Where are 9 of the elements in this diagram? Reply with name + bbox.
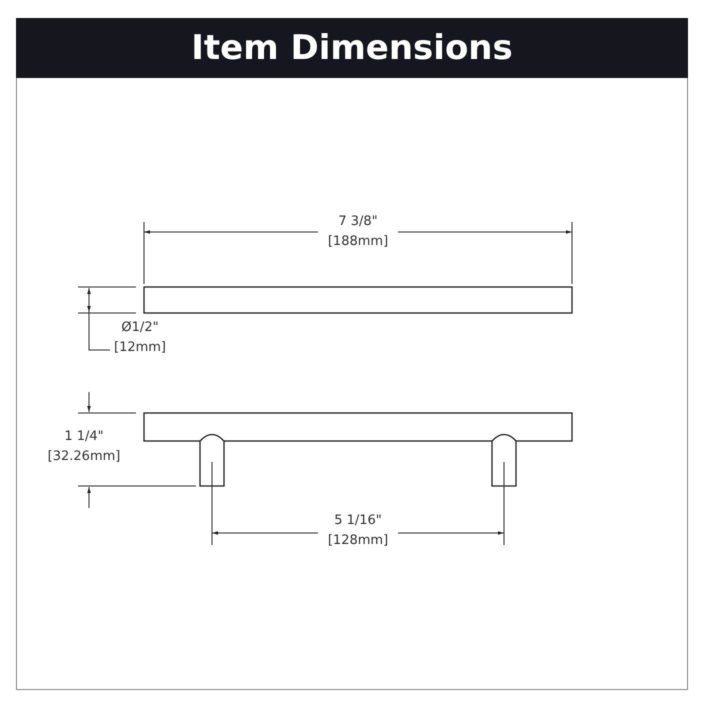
- dimension-label: 1 1/4": [64, 429, 104, 445]
- dimension-label: Ø1/2": [121, 320, 159, 336]
- dimension-label: [32.26mm]: [48, 449, 120, 465]
- dimension-label: [12mm]: [114, 340, 166, 356]
- dimension-label: [128mm]: [328, 533, 388, 549]
- title-banner: Item Dimensions: [16, 18, 688, 78]
- dimension-label: [188mm]: [328, 234, 388, 250]
- dimension-label: 5 1/16": [334, 513, 382, 529]
- dimension-label: 7 3/8": [338, 214, 378, 230]
